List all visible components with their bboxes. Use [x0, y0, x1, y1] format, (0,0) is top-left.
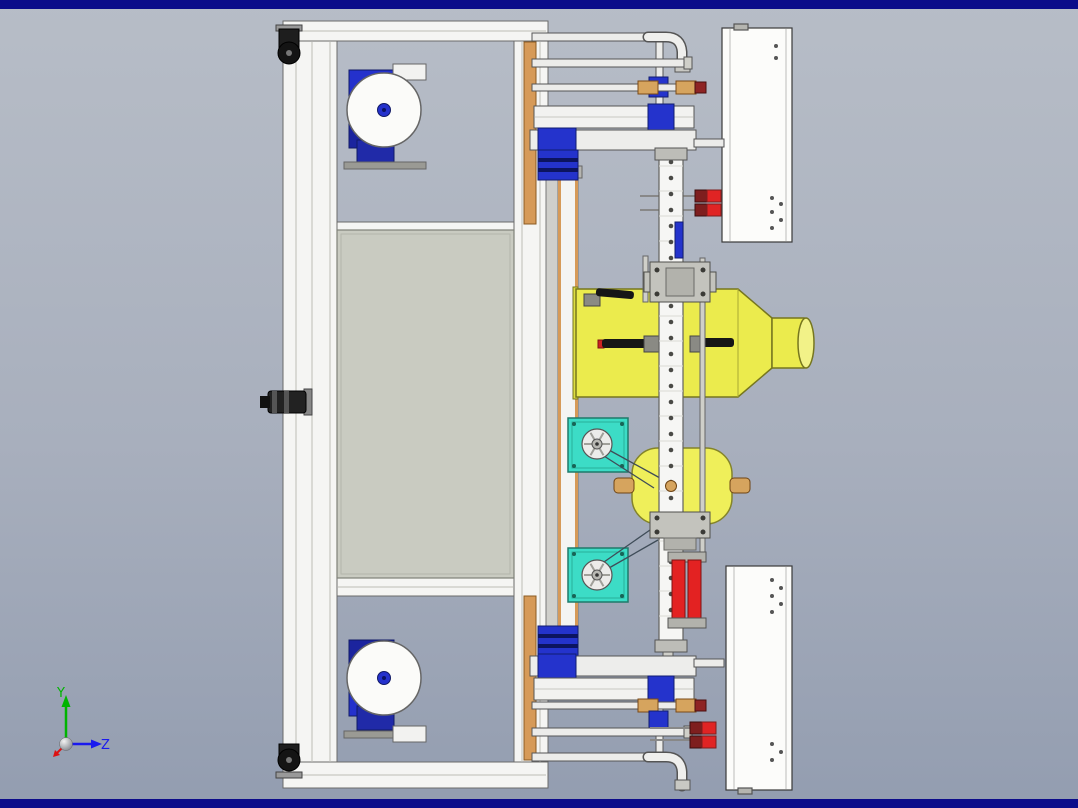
feed-rod-assembly-top[interactable] — [529, 31, 725, 181]
container-pin-left[interactable] — [613, 477, 635, 494]
chain-tan-pin[interactable] — [665, 480, 677, 492]
vertical-rail-tower[interactable] — [545, 165, 583, 645]
sprocket-lower[interactable] — [581, 559, 613, 591]
toggle-clamp-mid-right[interactable] — [689, 335, 734, 353]
red-bars[interactable] — [667, 551, 707, 629]
container-pin-right[interactable] — [729, 477, 751, 494]
side-motor[interactable] — [260, 388, 313, 416]
work-panel[interactable] — [336, 229, 515, 579]
chain-blue-link[interactable] — [674, 221, 684, 259]
axis-y-label: Y — [56, 686, 65, 701]
red-fittings-bottom[interactable] — [650, 721, 717, 749]
drive-plate-upper[interactable] — [567, 417, 661, 489]
drive-plate-lower[interactable] — [567, 529, 659, 603]
chain-block-lower[interactable] — [649, 480, 711, 551]
top-letterbox-bar — [0, 0, 1078, 9]
toggle-clamp-top[interactable] — [583, 288, 634, 307]
bottom-letterbox-bar — [0, 799, 1078, 808]
blower-assembly-top[interactable] — [343, 63, 427, 170]
chain-block-upper[interactable] — [643, 261, 717, 303]
blower-assembly-bottom[interactable] — [343, 639, 427, 743]
axis-z-label: Z — [101, 738, 110, 753]
sprocket-upper[interactable] — [581, 428, 613, 460]
side-panel-top-right[interactable] — [721, 23, 793, 243]
triad-ball — [59, 737, 73, 751]
caster-top-left[interactable] — [275, 24, 303, 65]
punched-chain-strip[interactable] — [654, 147, 688, 653]
orientation-triad[interactable]: Y Z — [53, 686, 110, 757]
caster-bottom-left[interactable] — [275, 743, 303, 779]
side-panel-bottom-right[interactable] — [725, 565, 793, 795]
